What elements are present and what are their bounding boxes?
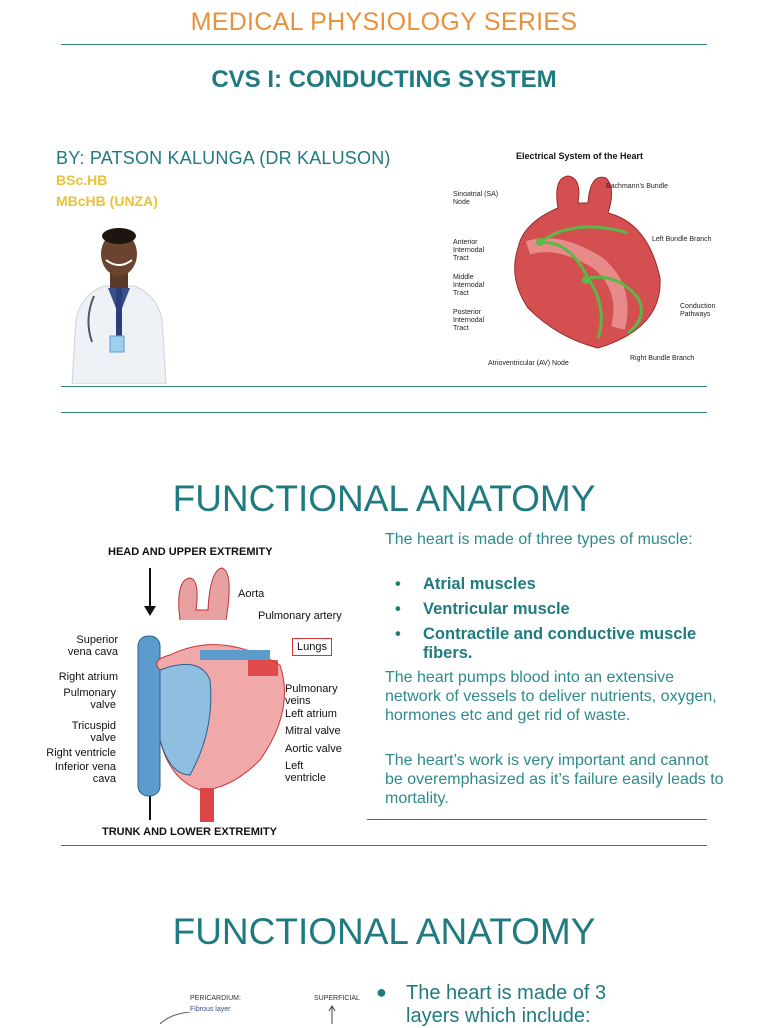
label-left-atrium: Left atrium: [285, 708, 337, 720]
layer-curve: [160, 1012, 190, 1024]
author-line: BY: PATSON KALUNGA (DR KALUSON): [56, 148, 391, 168]
divider: [61, 44, 707, 45]
label-left-ventricle: Left ventricle: [285, 760, 326, 784]
label-tricuspid-valve: Tricuspid valve: [71, 720, 116, 744]
heart-anatomy-figure: HEAD AND UPPER EXTREMITY TRUNK AND LOWER…: [42, 542, 362, 842]
section-title: FUNCTIONAL ANATOMY: [172, 478, 596, 519]
divider: [61, 386, 707, 387]
label-right-bundle: Right Bundle Branch: [630, 355, 695, 362]
label-bachmann: Bachmann's Bundle: [606, 183, 669, 190]
label-posterior-tract: Posterior Internodal Tract: [453, 309, 485, 332]
divider: [61, 412, 707, 413]
label-aortic-valve: Aortic valve: [285, 743, 342, 755]
label-right-ventricle: Right ventricle: [46, 747, 116, 759]
paragraph-pumping: The heart pumps blood into an extensive …: [385, 669, 717, 724]
diagram-top-label: HEAD AND UPPER EXTREMITY: [108, 546, 273, 558]
muscle-types-list: Atrial muscles Ventricular muscle Contra…: [385, 575, 745, 669]
label-aorta: Aorta: [238, 588, 265, 600]
series-title: MEDICAL PHYSIOLOGY SERIES: [190, 8, 578, 36]
divider: [367, 819, 707, 820]
section-title-2: FUNCTIONAL ANATOMY: [172, 911, 596, 952]
page-title: CVS I: CONDUCTING SYSTEM: [211, 66, 557, 93]
label-conduction: Conduction Pathways: [680, 303, 716, 318]
label-superficial: SUPERFICIAL: [314, 995, 360, 1002]
degree-mbchb: MBcHB (UNZA): [56, 193, 158, 209]
heart-conduction-image: [514, 175, 661, 349]
label-left-bundle: Left Bundle Branch: [652, 236, 712, 243]
layers-text: The heart is made of 3 layers which incl…: [406, 982, 607, 1027]
label-inferior-vena-cava: Inferior vena cava: [54, 761, 116, 785]
arrow-up-icon: [328, 1005, 336, 1024]
label-pulmonary-veins: Pulmonary veins: [285, 683, 338, 707]
intro-text: The heart is made of three types of musc…: [385, 531, 693, 548]
list-item: Contractile and conductive muscle fibers…: [385, 625, 745, 663]
label-av-node: Atrioventricular (AV) Node: [488, 360, 569, 367]
divider: [61, 845, 707, 846]
label-fibrous-layer: Fibrous layer: [190, 1006, 231, 1013]
diagram-bottom-label: TRUNK AND LOWER EXTREMITY: [102, 826, 277, 838]
heart-anatomy-image: [137, 567, 285, 822]
label-pulmonary-artery: Pulmonary artery: [258, 610, 342, 622]
label-right-atrium: Right atrium: [58, 671, 118, 683]
label-pulmonary-valve: Pulmonary valve: [63, 687, 116, 711]
label-middle-tract: Middle Internodal Tract: [453, 274, 485, 297]
label-mitral-valve: Mitral valve: [285, 725, 341, 737]
author-photo: [71, 228, 167, 384]
list-item: Atrial muscles: [385, 575, 745, 594]
bullet-icon: ●: [376, 982, 387, 1002]
label-anterior-tract: Anterior Internodal Tract: [453, 239, 485, 262]
list-item: Ventricular muscle: [385, 600, 745, 619]
label-pericardium: PERICARDIUM:: [190, 995, 241, 1002]
label-lungs: Lungs: [292, 638, 332, 656]
label-superior-vena-cava: Superior vena cava: [67, 634, 118, 658]
degree-bsc: BSc.HB: [56, 172, 108, 188]
figure-title: Electrical System of the Heart: [516, 151, 644, 161]
electrical-system-figure: Electrical System of the Heart Sinoatria…: [450, 146, 720, 376]
paragraph-importance: The heart’s work is very important and c…: [385, 752, 724, 807]
label-sa-node: Sinoatrial (SA) Node: [453, 191, 499, 206]
